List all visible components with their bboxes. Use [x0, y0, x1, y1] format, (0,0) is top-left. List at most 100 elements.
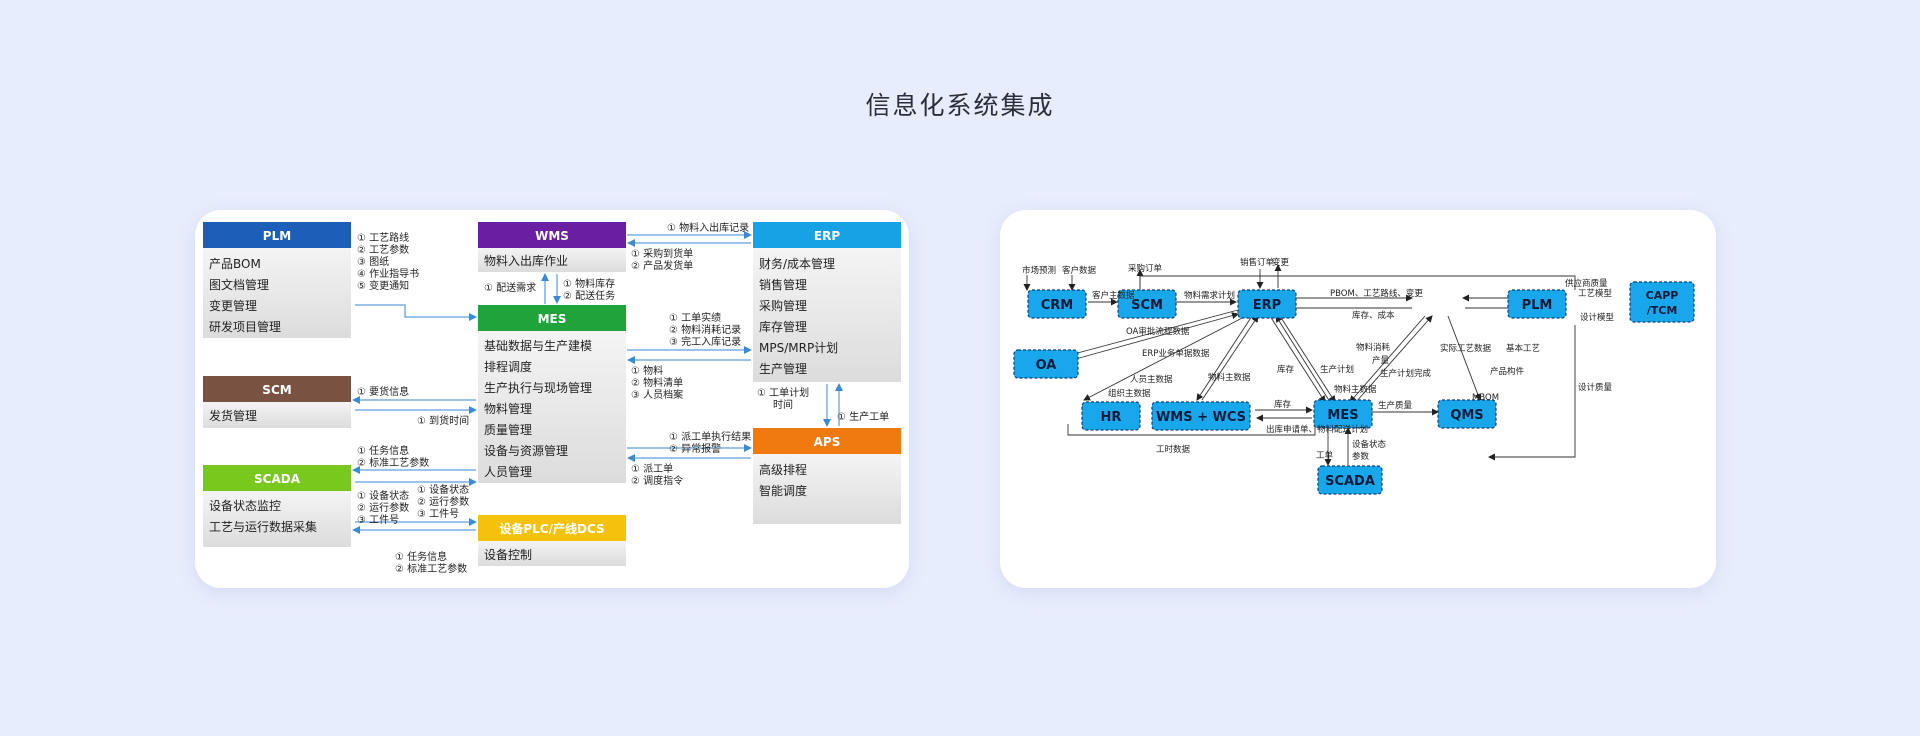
- flow-label: ① 设备状态: [357, 489, 409, 502]
- erp-item: 销售管理: [759, 277, 807, 292]
- edge-label: 工单: [1316, 450, 1334, 461]
- plm-item: 变更管理: [209, 298, 257, 313]
- edge: [1349, 315, 1426, 403]
- scm-title: SCM: [262, 383, 291, 397]
- edge: [1069, 309, 1239, 357]
- scm-body: [203, 402, 351, 428]
- edge: [1139, 275, 1576, 290]
- edge-label: 生产质量: [1378, 400, 1413, 411]
- hr-label: HR: [1101, 410, 1122, 425]
- edge-label: 设计模型: [1580, 312, 1615, 323]
- edge-label: 基本工艺: [1506, 343, 1540, 354]
- plm-item: 产品BOM: [209, 257, 261, 271]
- page-title: 信息化系统集成: [865, 91, 1055, 120]
- flow-label: ② 产品发货单: [631, 259, 693, 272]
- right-edges: [1023, 264, 1576, 466]
- edge: [1279, 315, 1336, 403]
- mes-item: 物料管理: [484, 401, 532, 416]
- edge-label: 生产计划完成: [1380, 368, 1432, 379]
- edge-label: ERP业务单据数据: [1142, 348, 1210, 359]
- scada-label: SCADA: [1325, 474, 1375, 489]
- flow-label: ① 物料: [631, 364, 663, 377]
- mes-node: [1313, 399, 1373, 429]
- hr-node: [1081, 401, 1141, 431]
- edge-label: 物料主数据: [1334, 384, 1377, 395]
- erp-label: ERP: [1253, 298, 1281, 313]
- scada-header: [203, 465, 351, 491]
- aps-header: [753, 428, 901, 454]
- edge-label: 物料主数据: [1208, 372, 1251, 383]
- aps-body: [753, 454, 901, 524]
- crm-node: [1027, 289, 1087, 319]
- plm-header: [203, 222, 351, 248]
- flow-label: ② 标准工艺参数: [357, 456, 429, 469]
- flow-label: ② 工艺参数: [357, 243, 409, 256]
- edge: [1071, 312, 1239, 361]
- edge-label: 设计质量: [1578, 382, 1613, 393]
- flow-label: ① 派工单: [631, 463, 673, 475]
- edge-label: 物料需求计划: [1184, 290, 1235, 301]
- wms-module: WMS 物料入出库作业: [478, 222, 626, 272]
- edge-label: 生产计划: [1320, 364, 1354, 375]
- edge-label: 产品构件: [1490, 366, 1525, 377]
- edge-label: 工艺模型: [1578, 288, 1613, 299]
- mes-item: 基础数据与生产建模: [484, 338, 592, 353]
- scada-item: 工艺与运行数据采集: [209, 519, 317, 534]
- left-arrows: [352, 231, 843, 534]
- crm-label: CRM: [1041, 298, 1074, 313]
- plm-label: PLM: [1522, 298, 1553, 313]
- erp-item: MPS/MRP计划: [759, 341, 838, 355]
- flow-label: ② 物料消耗记录: [669, 323, 741, 336]
- erp-item: 采购管理: [759, 298, 807, 313]
- mes-item: 人员管理: [484, 464, 532, 479]
- edge-label: 销售订单: [1240, 257, 1275, 268]
- erp-title: ERP: [814, 229, 840, 243]
- left-diagram-card: PLM 产品BOM 图文档管理 变更管理 研发项目管理 SCM 发货管理 SCA…: [195, 210, 909, 588]
- mes-item: 生产执行与现场管理: [484, 380, 592, 395]
- erp-node: [1237, 289, 1297, 319]
- edge-label: MBOM: [1472, 393, 1499, 403]
- plm-body: [203, 248, 351, 338]
- erp-header: [753, 222, 901, 248]
- flow-label: ② 运行参数: [417, 495, 469, 508]
- plc-item: 设备控制: [484, 548, 532, 562]
- flow-label: ③ 人员档案: [631, 388, 683, 401]
- mes-body: [478, 331, 626, 483]
- aps-module: APS 高级排程 智能调度: [753, 428, 901, 524]
- flow-label: ① 生产工单: [837, 410, 889, 423]
- plm-item: 图文档管理: [209, 277, 269, 292]
- wms-title: WMS: [535, 229, 569, 243]
- edge-label: 实际工艺数据: [1440, 343, 1492, 354]
- edge-label: 人员主数据: [1130, 374, 1173, 385]
- flow-label: ③ 图纸: [357, 255, 389, 268]
- plc-title: 设备PLC/产线DCS: [499, 521, 604, 536]
- edge: [1275, 315, 1331, 403]
- edge-label: 产量: [1372, 355, 1390, 366]
- oa-label: OA: [1036, 358, 1057, 373]
- wms-body: [478, 248, 626, 272]
- edge-label: 供应商质量: [1565, 278, 1608, 289]
- arrow-plm-mes: [355, 304, 477, 321]
- scm-module: SCM 发货管理: [203, 376, 351, 428]
- edge-label: 库存: [1277, 364, 1295, 375]
- edge: [1269, 315, 1326, 403]
- mes-label: MES: [1327, 408, 1358, 423]
- qms-node: [1437, 399, 1497, 429]
- oa-node: [1013, 349, 1079, 379]
- mes-item: 排程调度: [484, 359, 532, 374]
- mes-item: 设备与资源管理: [484, 443, 568, 458]
- wms-wcs-node: [1151, 401, 1251, 431]
- flow-label: ① 设备状态: [417, 483, 469, 496]
- scada-node: [1317, 465, 1383, 495]
- scada-item: 设备状态监控: [209, 499, 281, 513]
- flow-label: ⑤ 变更通知: [357, 279, 409, 292]
- mes-item: 质量管理: [484, 422, 532, 437]
- plm-item: 研发项目管理: [209, 319, 281, 334]
- edge: [1083, 315, 1247, 401]
- scada-body: [203, 491, 351, 547]
- erp-item: 库存管理: [759, 319, 807, 334]
- edge-label: 市场预测: [1022, 265, 1056, 276]
- edge-label: 物料消耗: [1356, 342, 1391, 353]
- flow-label: 时间: [773, 398, 793, 411]
- flow-label: ② 运行参数: [357, 501, 409, 514]
